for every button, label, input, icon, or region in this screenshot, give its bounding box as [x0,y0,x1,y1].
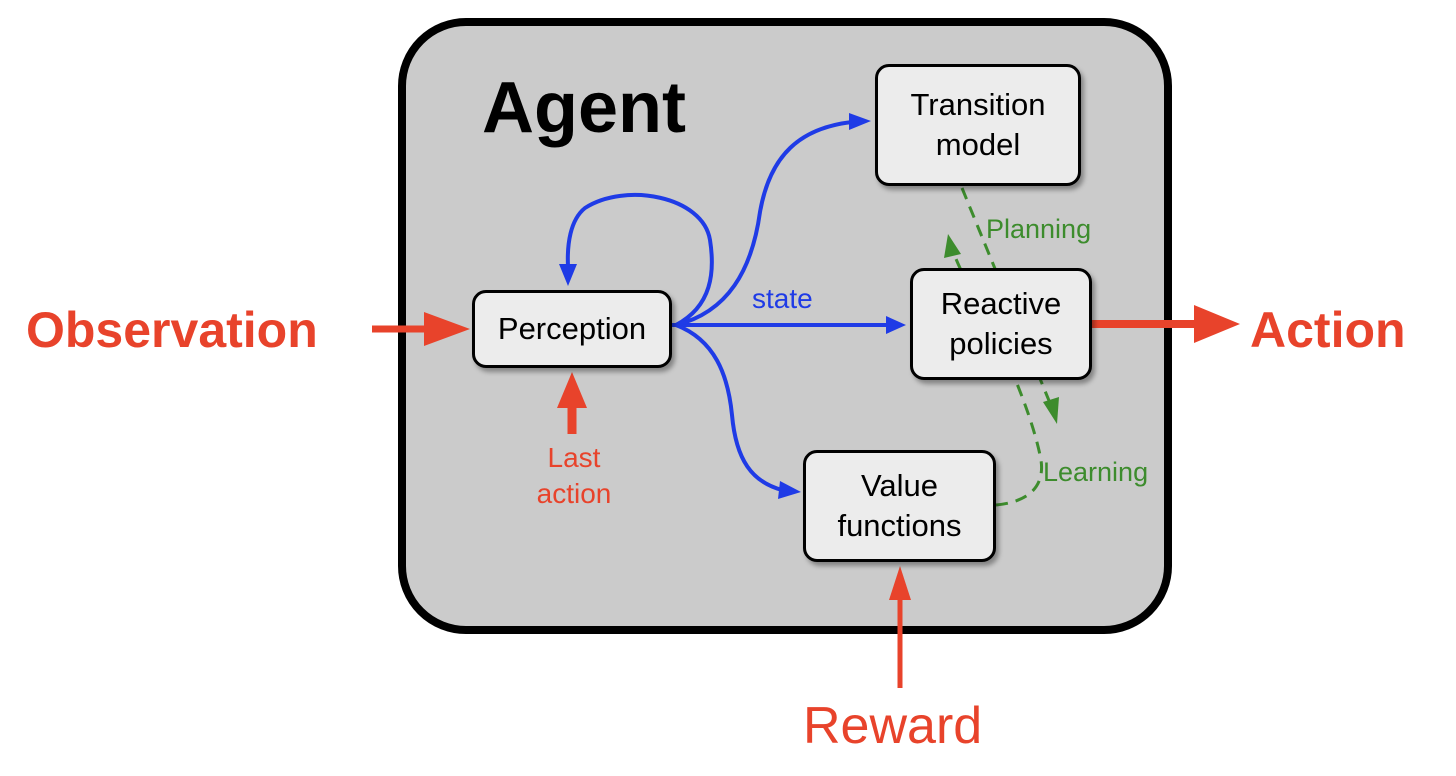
perception-loop-arrow [559,192,714,327]
last-action-label: Last action [536,442,612,509]
observation-arrow [372,312,470,346]
transition-model-label: Transition model [910,87,1046,162]
observation-label: Observation [26,302,318,358]
learning-label: Learning [1043,457,1149,487]
reactive-policies-node: Reactive policies [910,268,1092,380]
perception-label: Perception [497,311,647,346]
planning-arrow [960,187,1059,424]
reward-label: Reward [803,697,983,755]
last-action-arrow [557,372,587,434]
transition-model-node: Transition model [875,64,1081,186]
state-arrow [672,316,906,334]
value-functions-label: Value functions [837,468,962,543]
reward-arrow [889,566,911,688]
perception-to-value-arrow [675,323,801,499]
perception-to-transition-arrow [675,113,871,327]
reactive-policies-label: Reactive policies [940,286,1062,361]
planning-label: Planning [986,214,1092,244]
perception-node: Perception [472,290,672,368]
state-label: state [752,283,813,314]
agent-title: Agent [482,68,686,148]
action-arrow [1092,305,1240,343]
value-functions-node: Value functions [803,450,996,562]
action-label: Action [1250,302,1406,358]
